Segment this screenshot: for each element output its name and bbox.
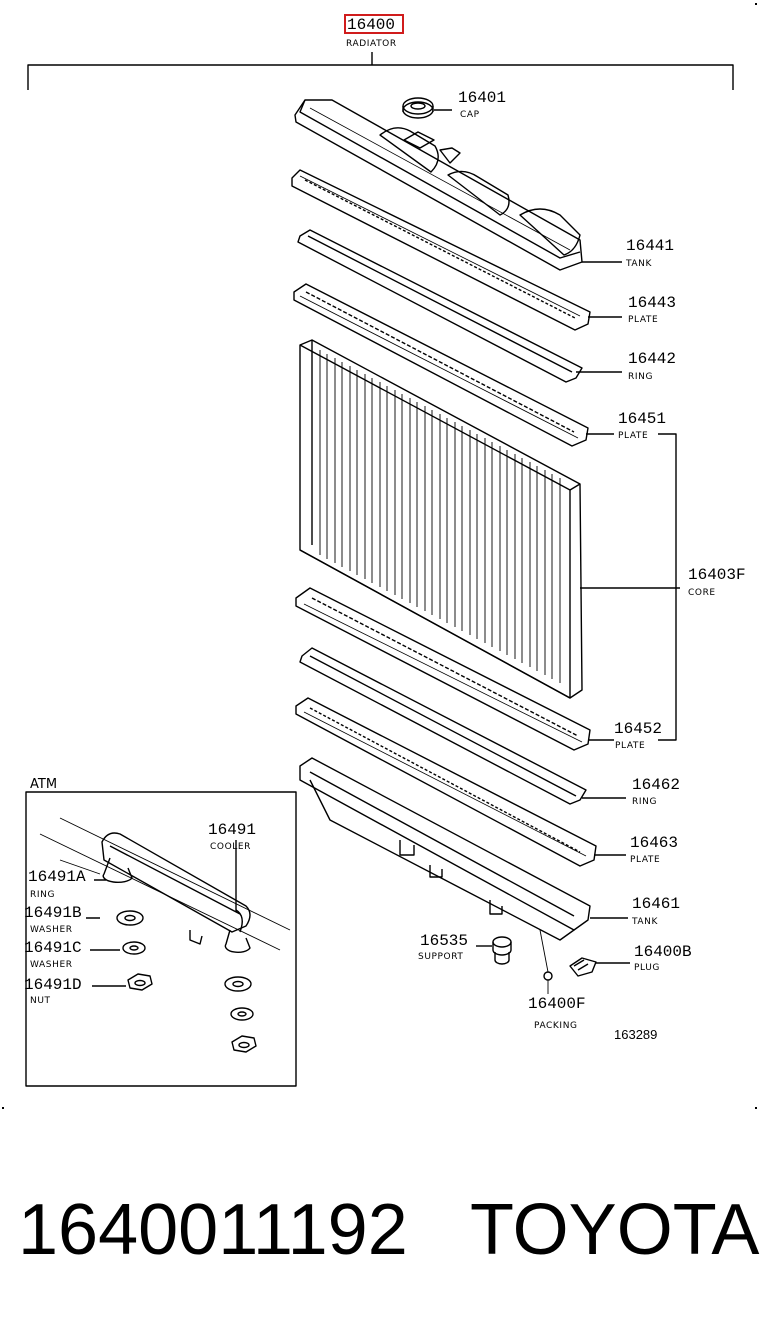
label-cooler: COOLER: [210, 842, 252, 852]
label-core: CORE: [688, 588, 716, 598]
label-washer-c: WASHER: [30, 960, 73, 970]
atm-label: ATM: [30, 777, 58, 792]
callout-16400F[interactable]: 16400F: [528, 995, 586, 1013]
lower-tank-part: [299, 757, 591, 941]
callout-16451[interactable]: 16451: [618, 410, 667, 428]
callout-16403F[interactable]: 16403F: [688, 566, 746, 584]
callout-16491B[interactable]: 16491B: [24, 904, 82, 922]
label-plate-lower: PLATE: [630, 855, 661, 865]
label-tank-upper: TANK: [626, 259, 652, 269]
plug-part: [569, 957, 597, 977]
callout-16462[interactable]: 16462: [632, 776, 681, 794]
atm-cooler-part: [39, 817, 291, 953]
radiator-exploded-diagram: [2, 3, 757, 1109]
callout-16443[interactable]: 16443: [628, 294, 677, 312]
packing-part: [543, 971, 553, 981]
callout-16491A[interactable]: 16491A: [28, 868, 86, 886]
footer-part-code: 1640011192: [18, 1190, 408, 1270]
label-ring-upper: RING: [628, 372, 654, 382]
lower-plate-part: [295, 697, 597, 867]
title-name: RADIATOR: [346, 39, 397, 49]
label-support: SUPPORT: [418, 952, 464, 962]
callout-16491C[interactable]: 16491C: [24, 939, 82, 957]
callout-16442[interactable]: 16442: [628, 350, 677, 368]
label-cooler-ring: RING: [30, 890, 56, 900]
callout-16441[interactable]: 16441: [626, 237, 675, 255]
cap-part: [402, 97, 435, 149]
atm-washer-b: [116, 910, 144, 926]
label-washer-b: WASHER: [30, 925, 73, 935]
core-part: [299, 339, 583, 699]
footer-brand: TOYOTA: [470, 1190, 760, 1270]
upper-ring-part: [297, 229, 583, 383]
label-plate-core-upper: PLATE: [618, 431, 649, 441]
callout-16400B[interactable]: 16400B: [634, 943, 692, 961]
callout-16463[interactable]: 16463: [630, 834, 679, 852]
callout-16535[interactable]: 16535: [420, 932, 469, 950]
reference-number: 163289: [614, 1027, 658, 1042]
atm-washer-c: [122, 941, 146, 955]
title-part-number: 16400: [347, 16, 396, 34]
lower-ring-part: [299, 647, 587, 805]
label-ring-lower: RING: [632, 797, 658, 807]
upper-plate-part: [291, 169, 591, 331]
label-nut: NUT: [30, 996, 51, 1006]
label-cap: CAP: [460, 110, 480, 120]
highlight-box: [344, 14, 404, 34]
label-plate-core-lower: PLATE: [615, 741, 646, 751]
callout-16461[interactable]: 16461: [632, 895, 681, 913]
core-upper-plate-part: [293, 283, 589, 447]
upper-tank-part: [294, 99, 583, 271]
label-packing: PACKING: [534, 1021, 578, 1031]
atm-nut: [127, 973, 153, 991]
label-tank-lower: TANK: [632, 917, 658, 927]
callout-16401[interactable]: 16401: [458, 89, 507, 107]
label-plug: PLUG: [634, 963, 660, 973]
support-part: [492, 936, 512, 965]
label-plate-upper: PLATE: [628, 315, 659, 325]
callout-16452[interactable]: 16452: [614, 720, 663, 738]
callout-16491[interactable]: 16491: [208, 821, 257, 839]
callout-16491D[interactable]: 16491D: [24, 976, 82, 994]
core-lower-plate-part: [295, 587, 591, 751]
